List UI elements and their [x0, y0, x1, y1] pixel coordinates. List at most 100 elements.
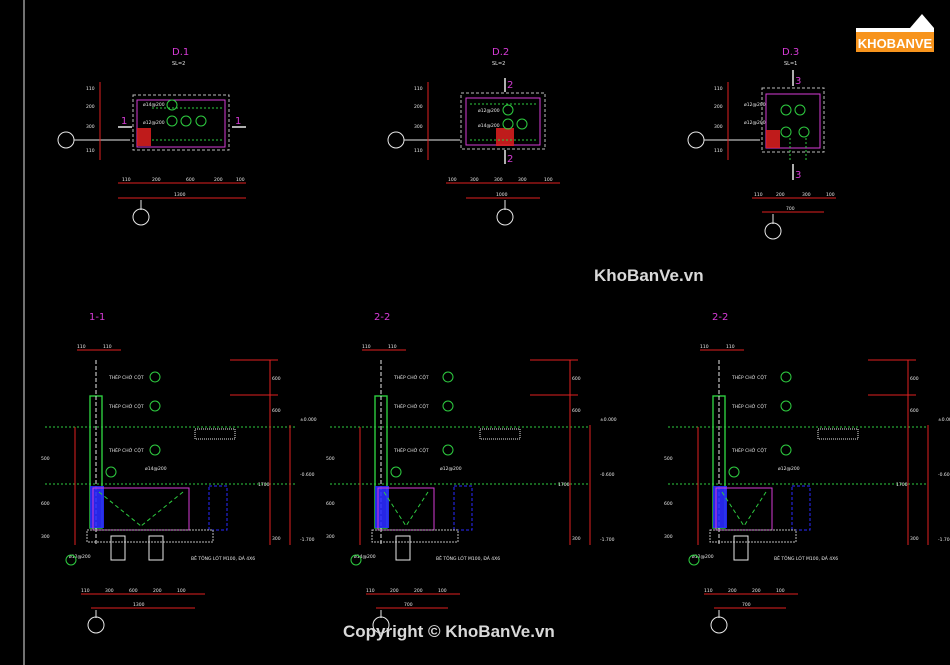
rebar-tag-circle [780, 104, 792, 116]
rebar-tag-circle [180, 115, 192, 127]
dim-total: 700 [742, 602, 751, 608]
concrete-note: BÊ TÔNG LÓT M100, ĐÁ 4X6 [191, 554, 255, 562]
footing-outline [761, 87, 825, 153]
dim-text: 600 [186, 177, 195, 183]
pile-stub [395, 535, 411, 561]
dim-text: 110 [414, 148, 423, 154]
rebar-line [98, 491, 142, 527]
rebar-tag-circle [149, 444, 161, 456]
level-bottom: -1.700 [300, 537, 315, 543]
pit-outline [791, 485, 811, 531]
dim-total: 1000 [496, 192, 508, 198]
dim-text: 110 [103, 344, 112, 350]
section-cut-label: 2 [507, 154, 513, 165]
section-cut-label: 3 [795, 76, 801, 87]
column-rebar-label: THÉP CHỜ CỘT [393, 446, 429, 454]
dim-text: 110 [81, 588, 90, 594]
column-base-section [713, 486, 727, 528]
logo-text: KHOBANVE [858, 36, 933, 51]
site-logo[interactable]: KHOBANVE [852, 8, 938, 58]
dim-text: 1700 [258, 482, 270, 488]
axis-bubble [132, 208, 150, 226]
dim-text: 110 [704, 588, 713, 594]
dim-text: 100 [438, 588, 447, 594]
bar-note-b: ø12@200 [692, 554, 714, 560]
dim-text: 300 [272, 536, 281, 542]
rebar-tag-circle [390, 466, 402, 478]
watermark-text: KhoBanVe.vn [594, 266, 704, 285]
column-section [137, 128, 151, 146]
bar-note-a: ø12@200 [440, 466, 462, 472]
concrete-note: BÊ TÔNG LÓT M100, ĐÁ 4X6 [436, 554, 500, 562]
dim-text: 600 [272, 408, 281, 414]
footing-outline [132, 94, 230, 151]
axis-bubble [710, 616, 728, 634]
rebar-tag-circle [728, 466, 740, 478]
rebar-note-a: ø12@200 [478, 108, 500, 114]
soil-hatch [479, 428, 521, 440]
dim-text: 300 [470, 177, 479, 183]
rebar-tag-circle [516, 118, 528, 130]
rebar-line [405, 491, 429, 527]
section-cut-label: 1 [121, 116, 127, 127]
rebar-tag-circle [149, 371, 161, 383]
dim-text: 110 [122, 177, 131, 183]
dim-text: 300 [572, 536, 581, 542]
footing-rebar-outline [136, 99, 226, 148]
level-mid: -0.600 [600, 472, 615, 478]
plan-d3: D.3 SL=1 ø12@200 ø12@200 3 3 110 200 300… [687, 47, 836, 240]
level-bottom: -1.700 [938, 537, 950, 543]
pile-stub [148, 535, 164, 561]
rebar-tag-circle [780, 400, 792, 412]
soil-hatch [817, 428, 859, 440]
column-rebar-label: THÉP CHỜ CỘT [731, 446, 767, 454]
logo-bar [856, 32, 934, 52]
lean-concrete [709, 529, 797, 543]
level-mid: -0.600 [938, 472, 950, 478]
plan-title: D.3 [782, 47, 799, 58]
rebar-tag-circle [442, 400, 454, 412]
dim-text: 100 [236, 177, 245, 183]
dim-text: 110 [86, 86, 95, 92]
dim-text: 500 [41, 456, 50, 462]
rebar-note-b: ø12@200 [744, 120, 766, 126]
axis-bubble [687, 131, 705, 149]
rebar-tag-circle [350, 554, 362, 566]
concrete-note: BÊ TÔNG LÓT M100, ĐÁ 4X6 [774, 554, 838, 562]
rebar-tag-circle [149, 400, 161, 412]
dim-text: 110 [362, 344, 371, 350]
column-rebar-label: THÉP CHỜ CỘT [731, 402, 767, 410]
dim-text: 110 [86, 148, 95, 154]
column-rebar-label: THÉP CHỜ CỘT [108, 402, 144, 410]
dim-text: 110 [700, 344, 709, 350]
dim-text: 600 [272, 376, 281, 382]
dim-text: 200 [414, 588, 423, 594]
dim-text: 100 [826, 192, 835, 198]
rebar-tag-circle [688, 554, 700, 566]
dim-text: 110 [414, 86, 423, 92]
axis-bubble [764, 222, 782, 240]
lean-concrete [86, 529, 214, 543]
rebar-tag-circle [794, 104, 806, 116]
dim-text: 200 [152, 177, 161, 183]
dim-text: 100 [177, 588, 186, 594]
plan-title: D.1 [172, 47, 189, 58]
section-title: 2-2 [374, 312, 390, 323]
dim-text: 100 [544, 177, 553, 183]
dim-text: 500 [326, 456, 335, 462]
dim-text: 300 [414, 124, 423, 130]
rebar-note-b: ø14@200 [478, 123, 500, 129]
column-base-section [375, 486, 389, 528]
dim-total: 1300 [174, 192, 186, 198]
dim-text: 500 [664, 456, 673, 462]
plan-d2: D.2 SL=2 ø12@200 ø14@200 2 2 110 200 300… [387, 47, 560, 226]
dim-text: 110 [77, 344, 86, 350]
dim-text: 300 [105, 588, 114, 594]
rebar-tag-circle [442, 371, 454, 383]
footing-outline [460, 92, 546, 150]
pit-outline [208, 485, 228, 531]
pile-stub [110, 535, 126, 561]
column-base-section [90, 486, 104, 528]
